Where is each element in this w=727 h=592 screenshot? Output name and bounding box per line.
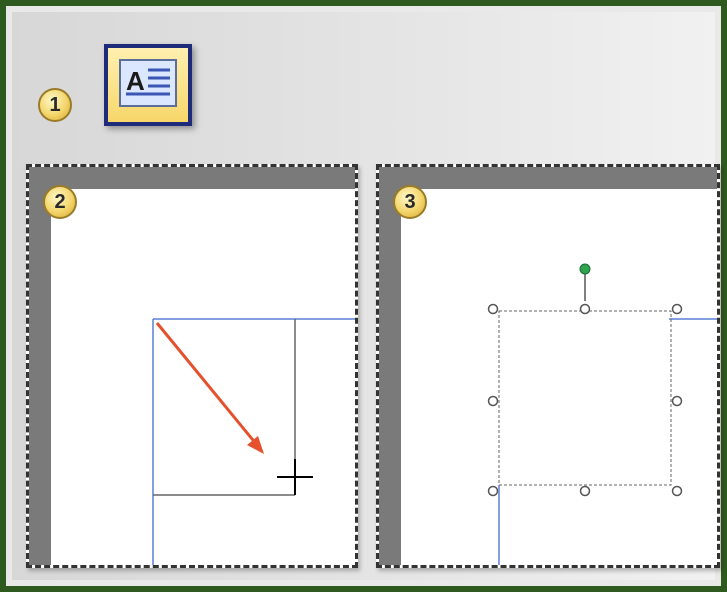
text-box-selection: [498, 310, 672, 486]
step-1-badge: 1: [38, 88, 72, 122]
step-2-drawing: [152, 318, 355, 565]
step-2-panel: 2: [26, 164, 358, 568]
rotation-handle-icon: [579, 263, 591, 275]
text-box-button[interactable]: A: [104, 44, 192, 126]
resize-handle-icon: [487, 485, 499, 497]
step-3-panel: 3: [376, 164, 720, 568]
step-3-ruler-left: [379, 167, 401, 565]
step-2-number: 2: [54, 190, 66, 213]
step-2-ruler-left: [29, 167, 51, 565]
resize-handle-icon: [671, 303, 683, 315]
tutorial-canvas: 1 A: [12, 12, 720, 580]
resize-handle-icon: [671, 395, 683, 407]
step-3-ruler-top: [379, 167, 717, 189]
resize-handle-icon: [487, 303, 499, 315]
resize-handle-icon: [487, 395, 499, 407]
step-2-page[interactable]: [51, 189, 355, 565]
drag-arrow-icon: [155, 322, 264, 454]
resize-handle-icon: [579, 303, 591, 315]
step-3-number: 3: [404, 190, 416, 213]
step-3-drawing: [487, 263, 717, 565]
step-3-page[interactable]: [401, 189, 717, 565]
text-box-icon: A: [119, 59, 177, 107]
resize-handle-icon: [579, 485, 591, 497]
text-box-icon-glyph: A: [126, 66, 145, 96]
step-1-number: 1: [49, 93, 61, 116]
step-2-badge: 2: [43, 185, 77, 219]
step-3-badge: 3: [393, 185, 427, 219]
resize-handles: [487, 303, 683, 497]
crosshair-cursor-icon: [277, 459, 313, 495]
step-2-ruler-top: [29, 167, 355, 189]
resize-handle-icon: [671, 485, 683, 497]
